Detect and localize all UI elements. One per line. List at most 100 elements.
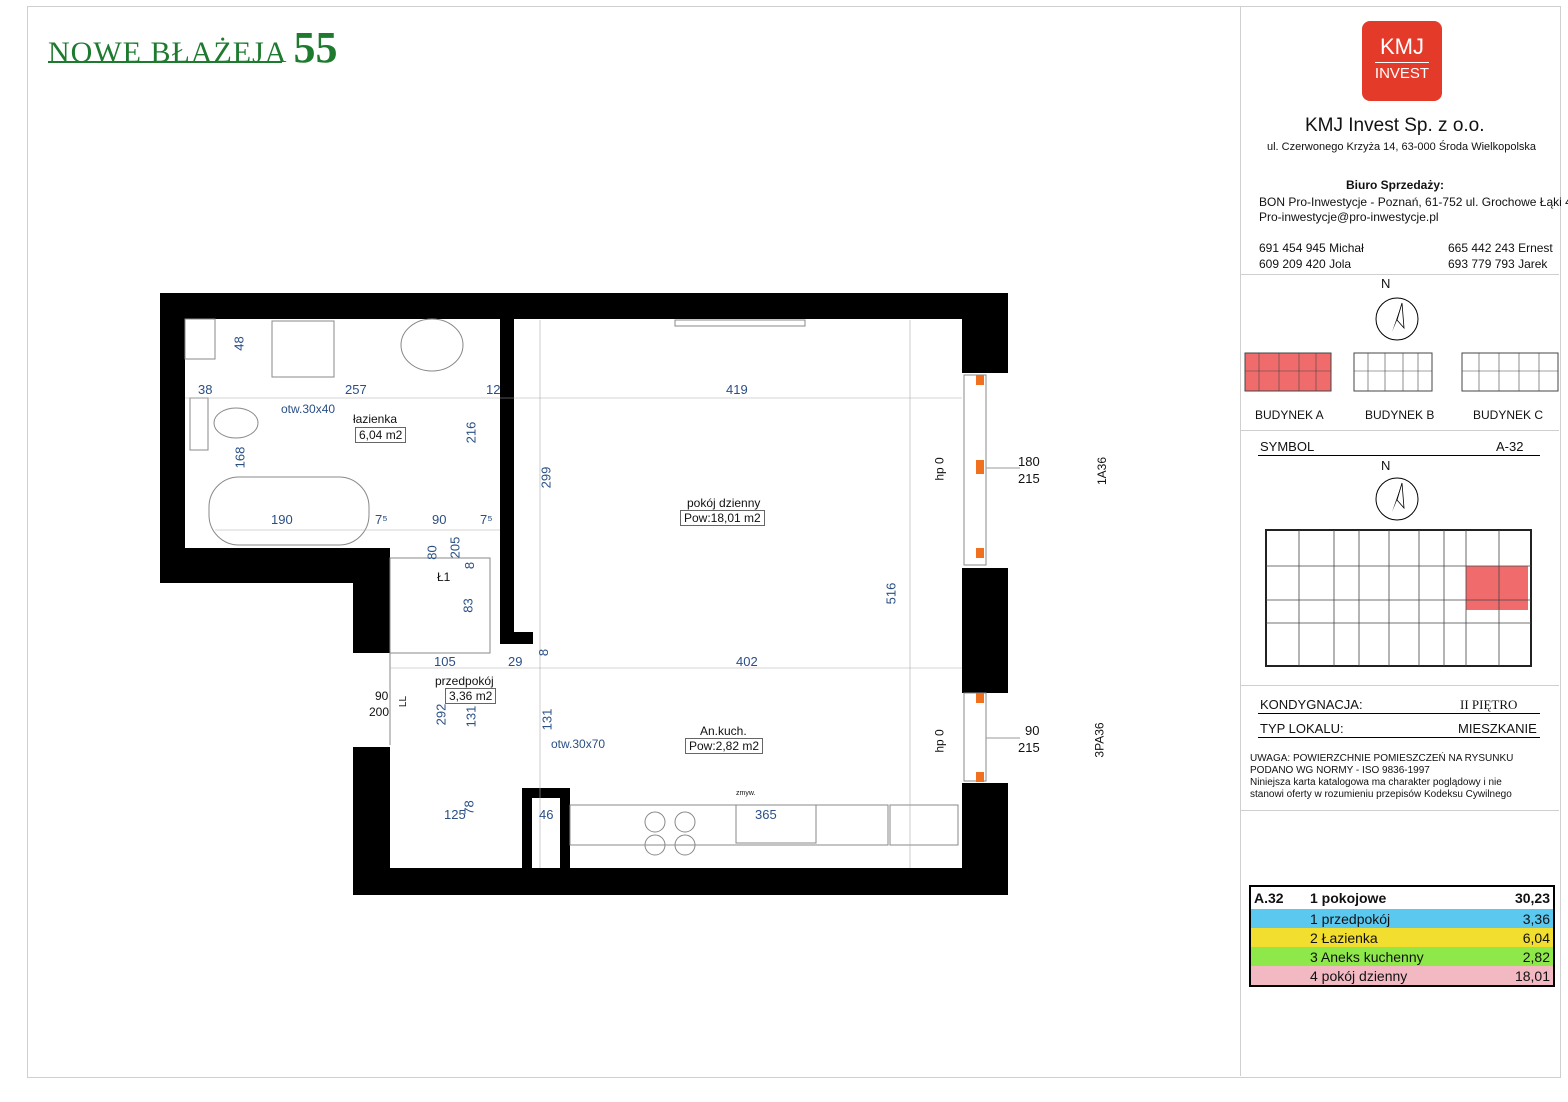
dim-label: hp 0 <box>932 729 947 753</box>
dim-label: 215 <box>1018 471 1040 486</box>
contact-phone: 609 209 420 Jola <box>1259 257 1352 271</box>
room-name-bathroom: łazienka <box>353 412 398 426</box>
unit-rooms: 1 pokojowe <box>1310 890 1387 906</box>
room-value: 3,36 <box>1522 910 1550 927</box>
room-name-hall: przedpokój <box>435 674 494 688</box>
room-label: 1 przedpokój <box>1310 910 1391 927</box>
dim-label: otw.30x40 <box>281 402 336 416</box>
room-label: 3 Aneks kuchenny <box>1310 948 1424 965</box>
room-name-living: pokój dzienny <box>687 496 761 510</box>
dim-label: hp 0 <box>932 457 947 481</box>
building-a-plan-icon <box>1244 352 1332 392</box>
appliance-label: zmyw. <box>736 790 756 797</box>
building-b-label: BUDYNEK B <box>1365 408 1435 422</box>
room-area-kitchen: Pow:2,82 m2 <box>685 738 764 754</box>
dim-label: 48 <box>231 336 247 351</box>
note-line-2: stanowi oferty w rozumieniu przepisów Ko… <box>1250 789 1512 800</box>
symbol-value: A-32 <box>1496 439 1524 454</box>
dim-label: 419 <box>726 382 748 397</box>
unit-type-label: TYP LOKALU: <box>1260 721 1344 736</box>
unit-code: A.32 <box>1254 890 1284 906</box>
dim-label: 131 <box>539 708 555 731</box>
floor-plan <box>160 293 1020 895</box>
dim-label: 168 <box>232 446 248 469</box>
dim-label: 7⁵ <box>375 512 388 527</box>
dim-label: 215 <box>1018 740 1040 755</box>
area-row: 2 Łazienka 6,04 <box>1250 928 1554 947</box>
dim-label: 205 <box>447 536 463 559</box>
note-caps-1: UWAGA: POWIERZCHNIE POMIESZCZEŃ NA RYSUN… <box>1250 753 1514 764</box>
contact-phone: 665 442 243 Ernest <box>1448 241 1553 255</box>
building-c-plan-icon <box>1461 352 1559 392</box>
room-value: 6,04 <box>1522 929 1550 946</box>
sales-heading: Biuro Sprzedaży: <box>1346 178 1445 192</box>
compass-icon <box>1375 297 1419 341</box>
level-label: KONDYGNACJA: <box>1260 697 1363 712</box>
dim-label: 516 <box>883 582 899 605</box>
contact-phone: 691 454 945 Michał <box>1259 241 1364 255</box>
room-value: 2,82 <box>1522 948 1550 965</box>
compass-icon <box>1375 477 1419 521</box>
window-code: 1A36 <box>1095 456 1110 486</box>
dim-label: 105 <box>434 654 456 669</box>
area-row: 1 przedpokój 3,36 <box>1250 909 1554 928</box>
door-code: LL <box>398 695 410 708</box>
dim-label: 190 <box>271 512 293 527</box>
room-value: 18,01 <box>1514 967 1550 984</box>
contact-phone: 693 779 793 Jarek <box>1448 257 1548 271</box>
dim-label: 7⁵ <box>480 512 493 527</box>
unit-total-area: 30,23 <box>1514 890 1550 906</box>
symbol-label: SYMBOL <box>1260 439 1315 454</box>
dim-label: 299 <box>538 466 554 489</box>
dim-label: 292 <box>433 703 449 726</box>
company-name: KMJ Invest Sp. z o.o. <box>1305 115 1485 136</box>
brand-number: 55 <box>293 23 338 72</box>
dim-label: 46 <box>539 807 554 822</box>
compass-label: N <box>1381 458 1391 473</box>
dim-label: 83 <box>460 598 476 613</box>
room-name-kitchen: An.kuch. <box>700 724 747 738</box>
dim-label: 125 <box>444 807 466 822</box>
dim-label: 78 <box>461 800 477 815</box>
building-c-label: BUDYNEK C <box>1473 408 1544 422</box>
compass-label: N <box>1381 276 1391 291</box>
room-area-bathroom: 6,04 m2 <box>355 427 407 443</box>
unit-type-value: MIESZKANIE <box>1458 721 1537 736</box>
sheet-frame <box>27 6 1561 1078</box>
area-row: 3 Aneks kuchenny 2,82 <box>1250 947 1554 966</box>
dim-label: 90 <box>375 689 389 703</box>
dim-label: 38 <box>198 382 213 397</box>
dim-label: 8 <box>462 561 478 570</box>
area-table: A.32 1 pokojowe 30,23 1 przedpokój 3,36 … <box>1249 885 1555 987</box>
window-code: 3PA36 <box>1092 722 1107 758</box>
dim-label: 8 <box>536 648 552 657</box>
dim-label: 257 <box>345 382 367 397</box>
dim-label: 365 <box>755 807 777 822</box>
room-label: 2 Łazienka <box>1310 929 1378 946</box>
building-a-label: BUDYNEK A <box>1255 408 1324 422</box>
level-value: II PIĘTRO <box>1460 697 1518 712</box>
dim-label: 402 <box>736 654 758 669</box>
dim-label: 80 <box>424 545 440 560</box>
area-table-header: A.32 1 pokojowe 30,23 <box>1250 886 1554 909</box>
building-b-plan-icon <box>1353 352 1433 392</box>
dim-label: 200 <box>369 705 390 719</box>
kmj-logo: KMJ INVEST <box>1362 21 1442 101</box>
dim-label: 90 <box>432 512 447 527</box>
brand-title: NOWE BŁAŻEJA <box>48 36 288 69</box>
logo-text-bottom: INVEST <box>1374 65 1430 82</box>
dim-label: otw.30x70 <box>551 737 606 751</box>
logo-text-top: KMJ <box>1380 34 1424 59</box>
dim-label: 90 <box>1025 723 1040 738</box>
dim-label: 29 <box>508 654 523 669</box>
sales-office: BON Pro-Inwestycje - Poznań, 61-752 ul. … <box>1259 195 1568 209</box>
room-label: 4 pokój dzienny <box>1310 967 1408 984</box>
note-line-1: Niniejsza karta katalogowa ma charakter … <box>1250 777 1502 788</box>
dim-label: 12 <box>486 382 501 397</box>
floor-key-plan <box>1265 529 1532 667</box>
dim-label: 216 <box>463 421 479 444</box>
room-area-living: Pow:18,01 m2 <box>680 510 765 526</box>
dim-label: 180 <box>1018 454 1040 469</box>
area-row: 4 pokój dzienny 18,01 <box>1250 966 1554 986</box>
